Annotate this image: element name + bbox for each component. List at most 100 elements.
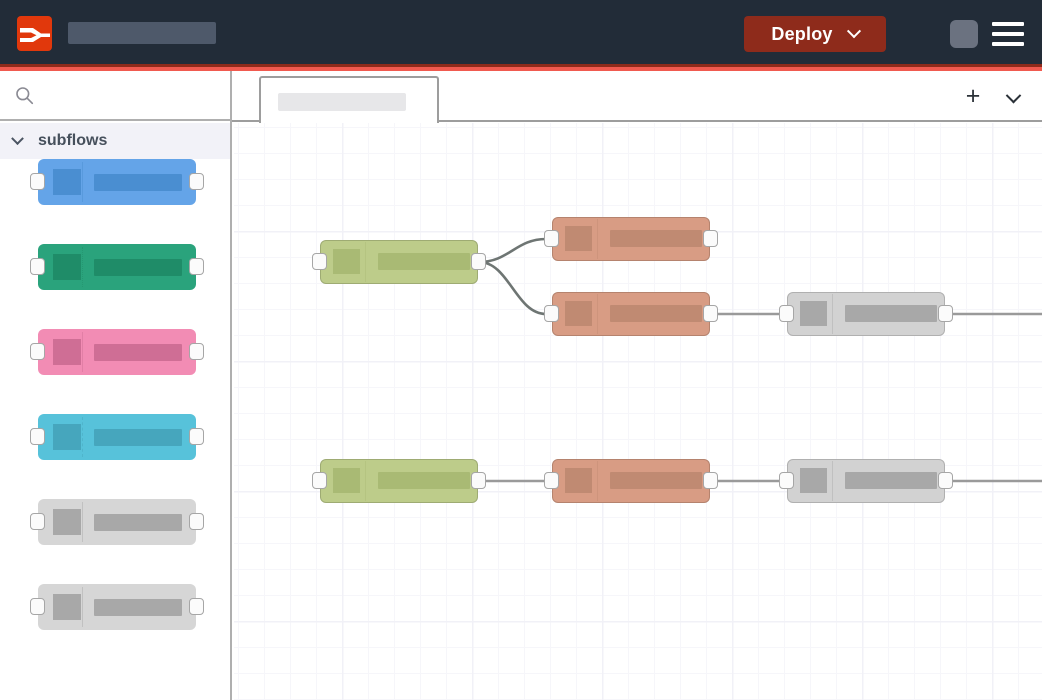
chevron-down-icon <box>846 24 861 39</box>
flow-node-divider <box>832 294 834 334</box>
flow-node-divider <box>832 461 834 501</box>
flow-node-salmon-2[interactable] <box>544 292 718 336</box>
flow-node-label-placeholder <box>610 472 702 489</box>
palette-node-label-placeholder <box>94 599 182 616</box>
flow-node-icon <box>333 468 360 493</box>
flow-node-output-port[interactable] <box>703 305 718 322</box>
palette-node-icon <box>53 509 81 535</box>
palette-node-icon <box>53 594 81 620</box>
plus-icon: + <box>965 81 981 110</box>
flow-node-input-port[interactable] <box>544 305 559 322</box>
flow-node-divider <box>597 294 599 334</box>
palette-node-3[interactable] <box>30 329 204 375</box>
flow-node-icon <box>800 301 827 326</box>
search-icon <box>16 86 34 104</box>
flow-node-salmon-3[interactable] <box>544 459 718 503</box>
flow-node-output-port[interactable] <box>471 472 486 489</box>
palette-sidebar: subflows <box>0 71 232 700</box>
palette-node-1[interactable] <box>30 159 204 205</box>
flow-node-label-placeholder <box>378 253 470 270</box>
wire-green1-to-salmon2[interactable] <box>477 260 548 316</box>
flow-node-input-port[interactable] <box>312 472 327 489</box>
flow-node-icon <box>565 301 592 326</box>
palette-node-input-port[interactable] <box>30 258 45 275</box>
flow-node-label-placeholder <box>610 230 702 247</box>
flow-node-output-port[interactable] <box>703 230 718 247</box>
palette-category-subflows[interactable]: subflows <box>0 123 230 159</box>
flow-node-icon <box>565 468 592 493</box>
palette-node-output-port[interactable] <box>189 343 204 360</box>
flow-node-label-placeholder <box>610 305 702 322</box>
chevron-down-icon <box>1005 87 1021 103</box>
flow-node-output-port[interactable] <box>471 253 486 270</box>
palette-node-input-port[interactable] <box>30 428 45 445</box>
deploy-button-label: Deploy <box>771 23 833 44</box>
palette-node-divider <box>82 502 83 542</box>
palette-node-output-port[interactable] <box>189 513 204 530</box>
palette-node-output-port[interactable] <box>189 598 204 615</box>
palette-node-label-placeholder <box>94 174 182 191</box>
flow-tabbar: + <box>232 71 1042 124</box>
flow-node-output-port[interactable] <box>703 472 718 489</box>
wire-green1-to-salmon1[interactable] <box>477 237 548 264</box>
flow-node-input-port[interactable] <box>544 230 559 247</box>
flow-node-gray-2[interactable] <box>779 459 953 503</box>
flow-node-input-port[interactable] <box>544 472 559 489</box>
palette-node-label-placeholder <box>94 514 182 531</box>
palette-node-icon <box>53 339 81 365</box>
palette-node-divider <box>82 417 83 457</box>
flow-node-divider <box>597 461 599 501</box>
flow-node-divider <box>365 242 367 282</box>
palette-node-input-port[interactable] <box>30 343 45 360</box>
palette-node-label-placeholder <box>94 344 182 361</box>
app-header: Deploy <box>0 0 1042 64</box>
flow-title-placeholder <box>68 22 216 44</box>
palette-node-6[interactable] <box>30 584 204 630</box>
deploy-button[interactable]: Deploy <box>744 16 886 52</box>
palette-node-input-port[interactable] <box>30 173 45 190</box>
header-rule-red <box>0 67 1042 71</box>
flow-node-output-port[interactable] <box>938 472 953 489</box>
flow-node-input-port[interactable] <box>312 253 327 270</box>
flow-node-icon <box>800 468 827 493</box>
palette-node-2[interactable] <box>30 244 204 290</box>
palette-node-input-port[interactable] <box>30 598 45 615</box>
flow-node-divider <box>365 461 367 501</box>
palette-node-divider <box>82 332 83 372</box>
flow-node-salmon-1[interactable] <box>544 217 718 261</box>
flow-node-gray-1[interactable] <box>779 292 953 336</box>
palette-node-divider <box>82 247 83 287</box>
chevron-down-icon <box>11 131 24 145</box>
flow-node-label-placeholder <box>378 472 470 489</box>
palette-node-output-port[interactable] <box>189 428 204 445</box>
palette-category-label: subflows <box>38 132 108 149</box>
palette-node-divider <box>82 162 83 202</box>
flow-node-icon <box>333 249 360 274</box>
palette-search-input[interactable] <box>0 71 230 121</box>
palette-node-label-placeholder <box>94 429 182 446</box>
tab-active-flow[interactable] <box>259 76 439 124</box>
add-tab-button[interactable]: + <box>960 83 986 109</box>
palette-node-input-port[interactable] <box>30 513 45 530</box>
flow-node-divider <box>597 219 599 259</box>
palette-node-output-port[interactable] <box>189 258 204 275</box>
user-avatar-icon[interactable] <box>950 20 978 48</box>
node-red-logo-icon[interactable] <box>17 16 52 51</box>
hamburger-menu-icon[interactable] <box>992 22 1024 46</box>
palette-node-icon <box>53 254 81 280</box>
palette-node-icon <box>53 169 81 195</box>
flow-node-input-port[interactable] <box>779 472 794 489</box>
flow-node-input-port[interactable] <box>779 305 794 322</box>
flow-node-green-1[interactable] <box>312 240 486 284</box>
flow-node-label-placeholder <box>845 472 937 489</box>
palette-node-divider <box>82 587 83 627</box>
tab-label-placeholder <box>278 93 406 111</box>
tab-list-menu-button[interactable] <box>1002 87 1024 109</box>
palette-node-label-placeholder <box>94 259 182 276</box>
flow-canvas[interactable] <box>234 123 1042 700</box>
flow-node-output-port[interactable] <box>938 305 953 322</box>
palette-node-output-port[interactable] <box>189 173 204 190</box>
palette-node-4[interactable] <box>30 414 204 460</box>
palette-node-5[interactable] <box>30 499 204 545</box>
flow-node-green-2[interactable] <box>312 459 486 503</box>
